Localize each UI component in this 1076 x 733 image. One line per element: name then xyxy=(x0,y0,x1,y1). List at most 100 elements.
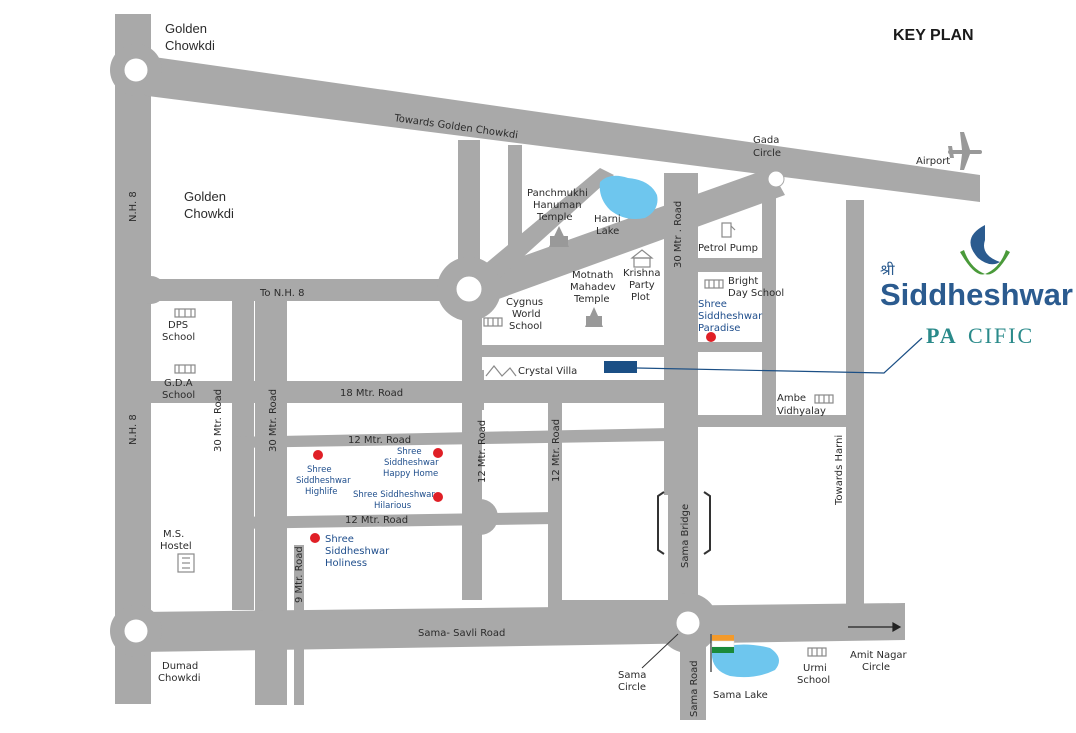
place-sama-circle: Sama Circle xyxy=(618,670,646,693)
road-label-sama-savli: Sama- Savli Road xyxy=(418,628,505,639)
svg-text:Circle: Circle xyxy=(618,682,646,693)
brand-name: Siddheshwar xyxy=(880,277,1073,312)
school-icon xyxy=(814,394,834,404)
villa-icon xyxy=(485,365,517,377)
road-right-h1 xyxy=(690,258,770,272)
hostel-icon xyxy=(177,553,195,573)
svg-text:Sama: Sama xyxy=(618,670,646,681)
place-golden-mid: Golden Chowkdi xyxy=(184,189,234,221)
junction-nh8 xyxy=(137,276,165,304)
place-airport: Airport xyxy=(916,156,950,167)
svg-text:Amit Nagar: Amit Nagar xyxy=(850,650,908,661)
svg-text:Day School: Day School xyxy=(728,288,784,299)
project-dot-holiness xyxy=(310,533,320,543)
svg-text:Paradise: Paradise xyxy=(698,323,740,334)
bank-icon xyxy=(630,249,654,268)
road-18m xyxy=(150,381,668,403)
svg-text:Party: Party xyxy=(629,280,655,291)
school-icon xyxy=(807,647,827,657)
road-30m-main xyxy=(664,173,698,495)
svg-text:Vidhyalay: Vidhyalay xyxy=(777,406,826,417)
road-label-12m-b: 12 Mtr. Road xyxy=(345,515,408,526)
road-label-30m-v1: 30 Mtr. Road xyxy=(213,389,224,452)
place-dps: DPS School xyxy=(162,320,195,343)
brand-sub-rest: CIFIC xyxy=(968,323,1034,348)
place-urmi: Urmi School xyxy=(797,663,830,686)
place-sama-lake: Sama Lake xyxy=(713,690,768,701)
circle-center-roundabout xyxy=(455,275,483,303)
svg-text:Highlife: Highlife xyxy=(305,487,337,497)
place-motnath: Motnath Mahadev Temple xyxy=(570,270,616,305)
project-dot-paradise xyxy=(706,332,716,342)
place-amit-nagar: Amit Nagar Circle xyxy=(850,650,908,673)
svg-text:Krishna: Krishna xyxy=(623,268,660,279)
site-marker xyxy=(604,361,637,373)
project-hilarious: Shree Siddheshwar Hilarious xyxy=(353,490,435,511)
logo-swirl-icon xyxy=(970,225,1000,265)
road-sama-bridge xyxy=(668,495,698,600)
svg-text:Panchmukhi: Panchmukhi xyxy=(527,188,588,199)
project-dot-highlife xyxy=(313,450,323,460)
svg-text:Temple: Temple xyxy=(536,212,573,223)
school-icon xyxy=(174,364,196,374)
road-connector xyxy=(470,370,484,410)
road-label-12m-v2: 12 Mtr. Road xyxy=(551,419,562,482)
svg-text:Hilarious: Hilarious xyxy=(374,501,412,511)
circle-center-sama xyxy=(675,610,701,636)
road-12m-a xyxy=(232,428,670,448)
svg-text:Dumad: Dumad xyxy=(162,661,198,672)
road-towards-golden xyxy=(140,55,980,202)
key-plan-title: KEY PLAN xyxy=(893,27,974,44)
road-30m-v1 xyxy=(232,300,254,610)
road-label-sama-bridge: Sama Bridge xyxy=(680,504,691,568)
road-nh8 xyxy=(115,14,151,704)
project-happy-home: Shree Siddheshwar Happy Home xyxy=(383,447,439,479)
svg-text:School: School xyxy=(162,332,195,343)
road-network xyxy=(110,14,980,720)
place-crystal-villa: Crystal Villa xyxy=(518,366,577,377)
svg-text:School: School xyxy=(509,321,542,332)
svg-text:Gada: Gada xyxy=(753,135,779,146)
road-12m-v2 xyxy=(548,400,562,610)
place-cygnus: Cygnus World School xyxy=(506,297,543,332)
site-leader-line xyxy=(636,337,923,374)
svg-text:Chowkdi: Chowkdi xyxy=(158,673,201,684)
road-ambe xyxy=(690,415,850,427)
place-golden-top: Golden Chowkdi xyxy=(165,21,215,53)
svg-text:Plot: Plot xyxy=(631,292,650,303)
place-gda: G.D.A School xyxy=(162,378,195,401)
svg-text:Chowkdi: Chowkdi xyxy=(165,38,215,53)
brand-logo: श्री Siddheshwar PA CIFIC xyxy=(880,225,1073,348)
svg-text:Bright: Bright xyxy=(728,276,758,287)
svg-text:Motnath: Motnath xyxy=(572,270,613,281)
svg-text:Urmi: Urmi xyxy=(803,663,827,674)
svg-text:Shree: Shree xyxy=(397,447,422,457)
svg-text:M.S.: M.S. xyxy=(163,529,184,540)
place-ms-hostel: M.S. Hostel xyxy=(160,529,192,552)
svg-text:Hanuman: Hanuman xyxy=(533,200,582,211)
road-right-a xyxy=(762,190,776,420)
svg-text:Chowkdi: Chowkdi xyxy=(184,206,234,221)
svg-text:Shree: Shree xyxy=(325,534,354,545)
road-label-nh8-lower: N.H. 8 xyxy=(128,414,139,445)
svg-text:Ambe: Ambe xyxy=(777,393,806,404)
road-circle-north xyxy=(458,140,480,285)
svg-text:Temple: Temple xyxy=(573,294,610,305)
place-gada-circle: Gada Circle xyxy=(753,135,781,159)
airplane-icon xyxy=(948,132,982,170)
flag-icon xyxy=(710,634,735,672)
road-towards-harni xyxy=(846,200,864,608)
place-ambe: Ambe Vidhyalay xyxy=(777,393,826,417)
svg-text:Holiness: Holiness xyxy=(325,558,367,569)
svg-text:School: School xyxy=(797,675,830,686)
svg-text:Cygnus: Cygnus xyxy=(506,297,543,308)
svg-text:Mahadev: Mahadev xyxy=(570,282,616,293)
bridge-brackets xyxy=(657,491,711,555)
svg-text:Siddheshwar: Siddheshwar xyxy=(325,546,390,557)
svg-text:School: School xyxy=(162,390,195,401)
road-label-sama-road: Sama Road xyxy=(689,660,700,717)
school-icon xyxy=(483,317,503,327)
svg-text:Siddheshwar: Siddheshwar xyxy=(296,476,351,486)
